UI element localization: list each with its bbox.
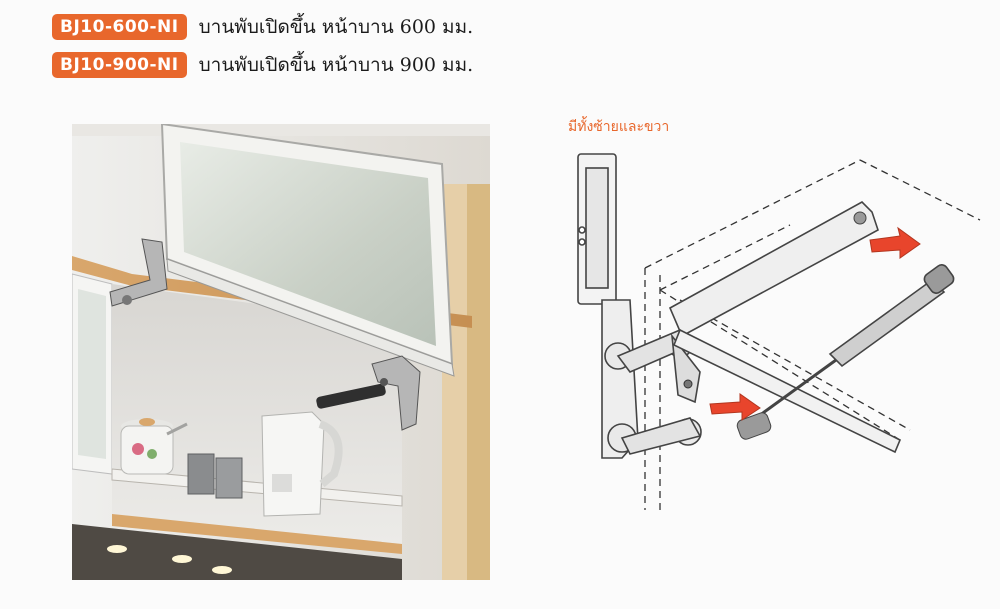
product-code-badge: BJ10-600-NI xyxy=(52,14,187,40)
product-row-600: BJ10-600-NI บานพับเปิดขึ้น หน้าบาน 600 ม… xyxy=(52,12,473,42)
product-description: บานพับเปิดขึ้น หน้าบาน 600 มม. xyxy=(198,16,474,38)
product-row-900: BJ10-900-NI บานพับเปิดขึ้น หน้าบาน 900 ม… xyxy=(52,50,473,80)
kitchen-cabinet-photo xyxy=(72,124,490,580)
hinge-diagram xyxy=(577,153,981,510)
diagram-caption: มีทั้งซ้ายและขวา xyxy=(568,119,670,135)
product-description: บานพับเปิดขึ้น หน้าบาน 900 มม. xyxy=(198,54,474,76)
product-code-badge: BJ10-900-NI xyxy=(52,52,187,78)
direction-arrow-icon xyxy=(709,226,921,421)
